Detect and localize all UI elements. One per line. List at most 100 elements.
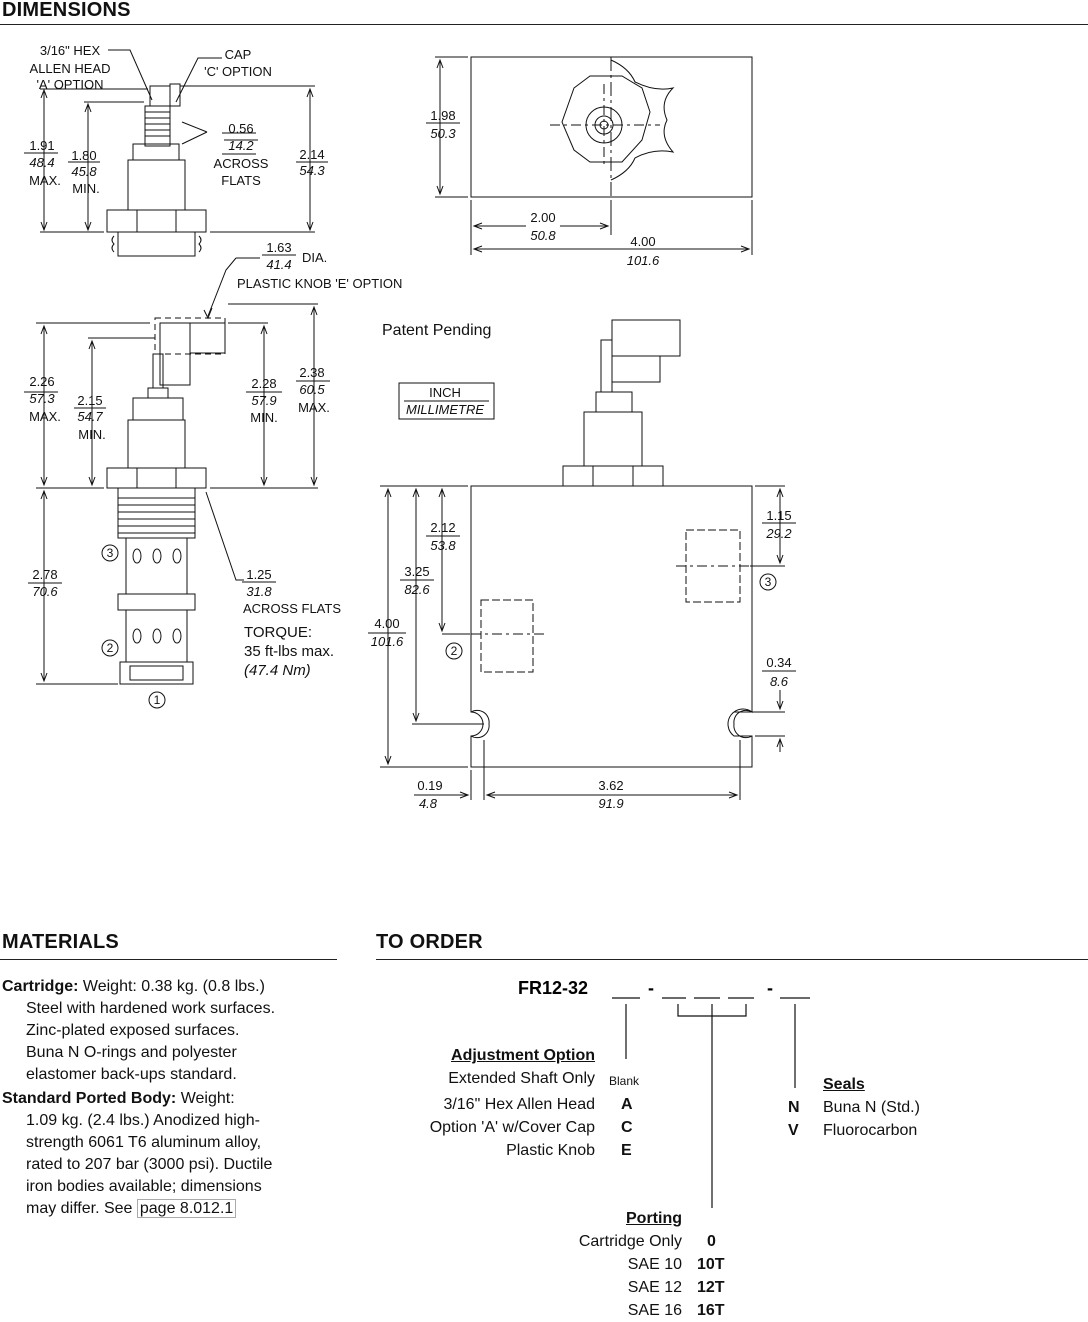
dim-228-in: 2.28 — [251, 376, 276, 391]
dim-226-note: MAX. — [29, 409, 61, 424]
porting-label: SAE 12 — [627, 1279, 682, 1296]
body-line-last: may differ. See page 8.012.1 — [2, 1198, 332, 1220]
across-flats-125-label: ACROSS FLATS — [243, 601, 341, 616]
dim-238-in: 2.38 — [299, 365, 324, 380]
hex-allen-line3: 'A' OPTION — [36, 77, 103, 92]
porting-code: 0 — [707, 1233, 716, 1250]
torque-line3: (47.4 Nm) — [244, 662, 311, 679]
dimension-drawing: 3 2 1 3 2 3/16" HEX ALLEN HEAD 'A' OPTIO… — [24, 43, 796, 811]
legend-inch: INCH — [429, 385, 461, 400]
dim-215-in: 2.15 — [77, 393, 102, 408]
dim-034-in: 0.34 — [766, 655, 791, 670]
port-2-label-body: 2 — [451, 644, 458, 658]
dim-214-in: 2.14 — [299, 147, 324, 162]
dim-362-mm: 91.9 — [598, 796, 623, 811]
porting-label: Cartridge Only — [578, 1233, 682, 1250]
dim-226-in: 2.26 — [29, 374, 54, 389]
dim-019-mm: 4.8 — [419, 796, 438, 811]
adjustment-label: Option 'A' w/Cover Cap — [429, 1119, 595, 1136]
dim-362-in: 3.62 — [598, 778, 623, 793]
dim-400h-in: 4.00 — [374, 616, 399, 631]
port-3-label: 3 — [107, 546, 114, 560]
adjustment-code: E — [621, 1142, 632, 1159]
body-line: 1.09 kg. (2.4 lbs.) Anodized high- — [26, 1112, 260, 1129]
materials-heading: MATERIALS — [2, 931, 119, 953]
dim-191-note: MAX. — [29, 173, 61, 188]
cartridge-line: elastomer back-ups standard. — [26, 1066, 237, 1083]
cartridge-paragraph: Cartridge: Weight: 0.38 kg. (0.8 lbs.) S… — [2, 976, 332, 1086]
adjustment-code: C — [621, 1119, 633, 1136]
dim-238-mm: 60.5 — [299, 382, 325, 397]
to-order-rule — [376, 959, 1088, 960]
svg-text:-: - — [648, 978, 654, 998]
adjustment-code: Blank — [609, 1074, 640, 1088]
body-line: iron bodies available; dimensions — [26, 1178, 262, 1195]
dim-191-in: 1.91 — [29, 138, 54, 153]
port-1-label: 1 — [154, 693, 161, 707]
dim-034-mm: 8.6 — [770, 674, 789, 689]
hex-allen-line2: ALLEN HEAD — [30, 61, 111, 76]
dim-215-mm: 54.7 — [77, 409, 103, 424]
to-order-heading: TO ORDER — [376, 931, 483, 953]
body-paragraph: Standard Ported Body: Weight: 1.09 kg. (… — [2, 1088, 332, 1220]
porting-code: 16T — [697, 1302, 725, 1319]
body-line: strength 6061 T6 aluminum alloy, — [26, 1134, 262, 1151]
dim-228-note: MIN. — [250, 410, 277, 425]
dim-115-in: 1.15 — [766, 508, 791, 523]
cartridge-line: Buna N O-rings and polyester — [26, 1044, 237, 1061]
adjustment-label: 3/16" Hex Allen Head — [443, 1096, 595, 1113]
knob-option-label: PLASTIC KNOB 'E' OPTION — [237, 276, 402, 291]
hex-allen-line1: 3/16" HEX — [40, 43, 101, 58]
adjustment-label: Extended Shaft Only — [448, 1070, 595, 1087]
dim-200-mm: 50.8 — [530, 228, 556, 243]
dimensions-rule — [0, 24, 1088, 25]
dim-400w-mm: 101.6 — [627, 253, 660, 268]
dim-198-in: 1.98 — [430, 108, 455, 123]
dim-278-in: 2.78 — [32, 567, 57, 582]
dim-212-mm: 53.8 — [430, 538, 456, 553]
cap-line1: CAP — [225, 47, 252, 62]
body-last-prefix: may differ. See — [26, 1200, 137, 1217]
dim-215-note: MIN. — [78, 427, 105, 442]
seal-label: Fluorocarbon — [823, 1122, 918, 1139]
body-weight: Weight: — [180, 1090, 235, 1107]
dim-180-note: MIN. — [72, 181, 99, 196]
dim-056-mm: 14.2 — [228, 138, 254, 153]
adjustment-label: Plastic Knob — [506, 1142, 595, 1159]
dim-198-mm: 50.3 — [430, 126, 456, 141]
patent-pending: Patent Pending — [382, 322, 491, 339]
svg-text:-: - — [767, 978, 773, 998]
dim-325-in: 3.25 — [404, 564, 429, 579]
dim-226-mm: 57.3 — [29, 391, 55, 406]
body-label: Standard Ported Body: — [2, 1090, 177, 1107]
dim-214-mm: 54.3 — [299, 163, 325, 178]
seals-heading: Seals — [823, 1076, 865, 1093]
dim-125-mm: 31.8 — [246, 584, 272, 599]
dim-278-mm: 70.6 — [32, 584, 58, 599]
porting-label: SAE 10 — [627, 1256, 682, 1273]
dim-325-mm: 82.6 — [404, 582, 430, 597]
cartridge-line: Steel with hardened work surfaces. — [26, 1000, 276, 1017]
seal-label: Buna N (Std.) — [823, 1099, 920, 1116]
adjustment-heading: Adjustment Option — [451, 1047, 595, 1064]
materials-rule — [0, 959, 337, 960]
port-2-label: 2 — [107, 641, 114, 655]
dim-400w-in: 4.00 — [630, 234, 655, 249]
dimensions-heading: DIMENSIONS — [2, 0, 131, 21]
dim-163-in: 1.63 — [266, 240, 291, 255]
body-line: rated to 207 bar (3000 psi). Ductile — [26, 1156, 273, 1173]
seal-code: V — [788, 1122, 799, 1139]
dim-191-mm: 48.4 — [29, 155, 54, 170]
across-line1: ACROSS — [214, 156, 269, 171]
porting-label: SAE 16 — [627, 1302, 682, 1319]
torque-line2: 35 ft-lbs max. — [244, 643, 334, 660]
page-link[interactable]: page 8.012.1 — [136, 1199, 237, 1218]
dim-125-in: 1.25 — [246, 567, 271, 582]
dim-180-mm: 45.8 — [71, 164, 97, 179]
dim-115-mm: 29.2 — [765, 526, 792, 541]
seals-section: Seals N Buna N (Std.) V Fluorocarbon — [788, 1073, 988, 1142]
porting-code: 10T — [697, 1256, 725, 1273]
seal-code: N — [788, 1099, 800, 1116]
legend-mm: MILLIMETRE — [406, 402, 484, 417]
